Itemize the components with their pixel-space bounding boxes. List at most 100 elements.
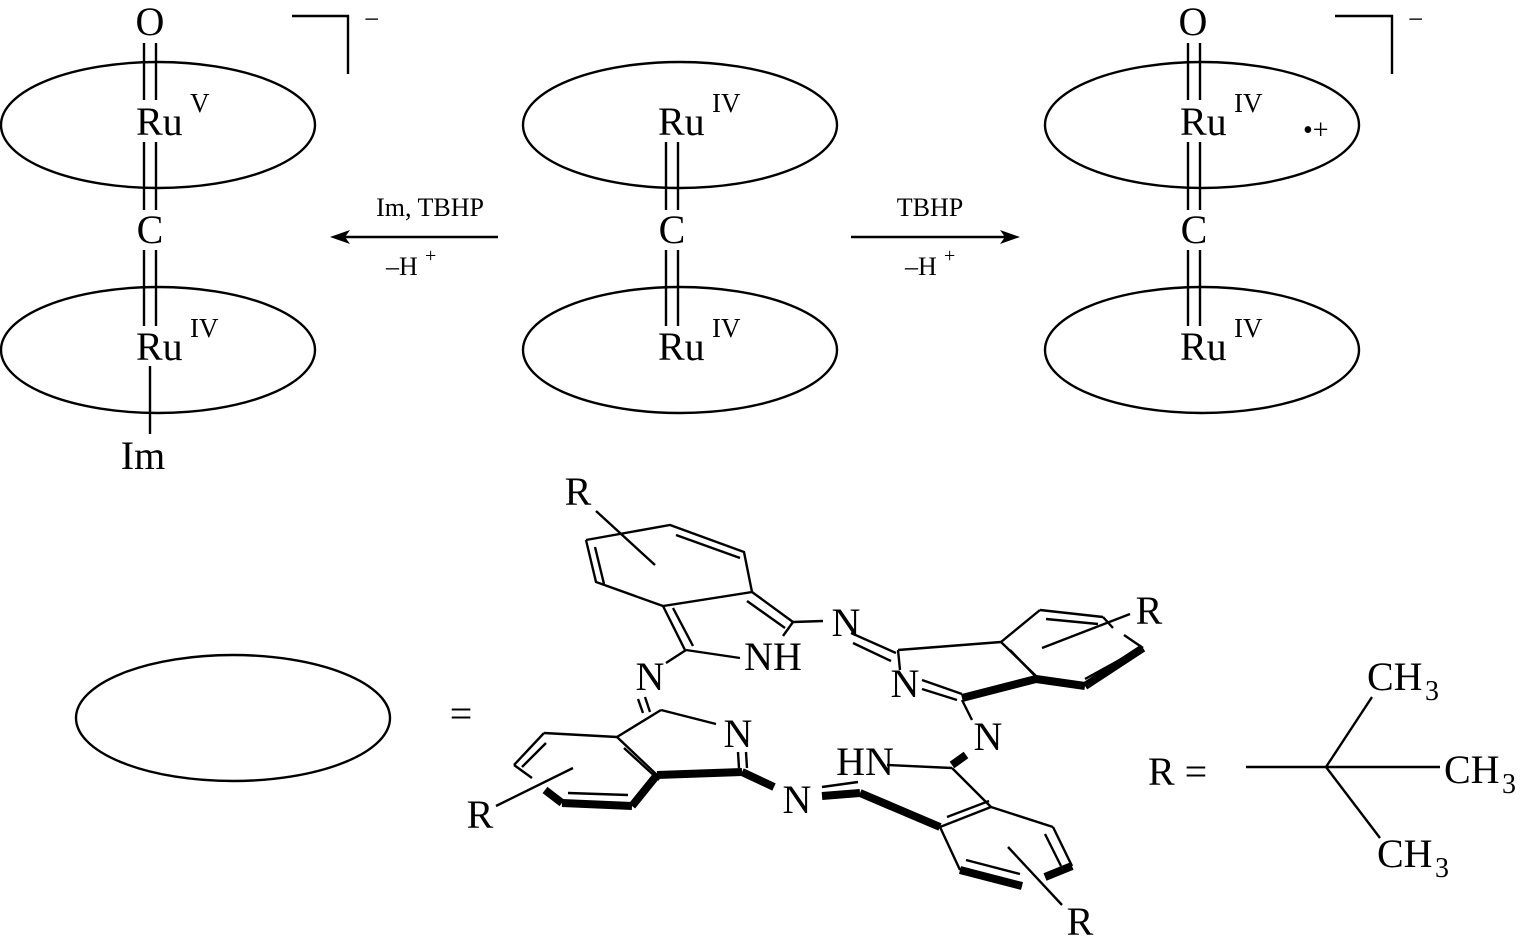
bond xyxy=(821,780,859,789)
oxygen-atom: O xyxy=(1179,0,1208,44)
bond xyxy=(643,696,652,713)
aromatic-inner-bond xyxy=(593,546,606,585)
ruthenium-label: Ru xyxy=(658,99,705,144)
charge-bracket xyxy=(292,14,350,74)
charge-bracket xyxy=(1335,14,1394,74)
carbon-atom: C xyxy=(1181,207,1208,252)
methyl-group: CH 3 xyxy=(1377,831,1449,884)
macrocycle-ellipse xyxy=(1043,285,1361,415)
bond xyxy=(1051,826,1074,867)
isoindole-unit-bottom-left: R xyxy=(467,696,776,837)
arrowhead-icon xyxy=(330,230,350,244)
substituent-bond xyxy=(1007,846,1063,906)
macrocycle-ellipse xyxy=(74,653,392,783)
nitrogen-label: N xyxy=(783,777,812,822)
charge-sign: − xyxy=(364,4,379,34)
bond xyxy=(921,678,963,696)
charge-superscript: + xyxy=(944,245,955,267)
subscript-label: 3 xyxy=(1425,676,1439,707)
bold-bond xyxy=(961,675,1037,702)
bond xyxy=(990,805,1054,829)
bond xyxy=(660,708,717,726)
macrocycle-ellipse xyxy=(521,60,839,190)
aromatic-inner-bond xyxy=(1045,617,1099,626)
aromatic-inner-bond xyxy=(1084,650,1135,681)
bond xyxy=(960,699,974,721)
charge-sign: − xyxy=(1408,4,1423,34)
bond xyxy=(792,619,824,624)
bond xyxy=(744,751,749,769)
bond xyxy=(897,640,1002,652)
bond xyxy=(513,732,545,766)
bold-bond xyxy=(949,751,969,769)
oxidation-state: IV xyxy=(1234,313,1263,343)
aromatic-inner-bond xyxy=(946,799,990,819)
oxygen-atom: O xyxy=(136,0,165,44)
methyl-group: CH 3 xyxy=(1444,747,1516,800)
equals-sign: = xyxy=(450,691,473,736)
r-group-definition: R = CH 3 CH 3 CH 3 xyxy=(1148,654,1516,884)
nitrogen-label: N xyxy=(724,711,753,756)
r-equals-label: R = xyxy=(1148,749,1207,794)
bond xyxy=(850,631,897,655)
bold-bond xyxy=(1082,644,1146,690)
bold-bond xyxy=(656,768,743,779)
bold-bond xyxy=(821,789,861,800)
r-substituent-label: R xyxy=(1136,588,1163,633)
bond xyxy=(886,763,953,770)
ruthenium-label: Ru xyxy=(1180,324,1227,369)
aromatic-inner-bond xyxy=(1043,833,1063,867)
hn-label: HN xyxy=(836,739,894,784)
macrocycle-ellipse xyxy=(0,60,317,190)
reagent-label: –H xyxy=(385,252,418,281)
macrocycle-ellipse xyxy=(0,285,317,415)
bond xyxy=(616,736,658,776)
bold-bond xyxy=(959,866,1023,890)
bold-bond xyxy=(858,789,942,831)
bond xyxy=(751,591,794,623)
carbon-atom: C xyxy=(659,207,686,252)
ruthenium-label: Ru xyxy=(136,324,183,369)
bond xyxy=(661,605,687,651)
phthalocyanine-structure: R N NH N N N N HN N xyxy=(467,469,1163,944)
subscript-label: 3 xyxy=(1502,769,1516,800)
legend-ellipse: = xyxy=(74,653,473,783)
macrocycle-ellipse xyxy=(1043,60,1361,190)
bond xyxy=(636,698,645,714)
arrowhead-icon xyxy=(1000,230,1020,244)
nitrogen-label: N xyxy=(974,714,1003,759)
nh-label: NH xyxy=(744,634,802,679)
bond xyxy=(665,648,687,665)
r-substituent-label: R xyxy=(467,792,494,837)
bond xyxy=(1324,696,1374,768)
right-complex: O Ru IV •+ C Ru IV − xyxy=(1043,0,1423,415)
benzene-ring xyxy=(584,523,754,608)
substituent-bond xyxy=(595,510,656,566)
oxidation-state: IV xyxy=(190,313,219,343)
isoindole-unit-top-left: R xyxy=(565,469,824,665)
ruthenium-label: Ru xyxy=(136,99,183,144)
macrocycle-ellipse xyxy=(521,285,839,415)
charge-superscript: + xyxy=(425,245,436,267)
bold-bond xyxy=(1043,862,1074,881)
methyl-label: CH xyxy=(1377,831,1433,876)
radical-cation-label: •+ xyxy=(1303,115,1329,146)
isoindole-unit-top-right: R xyxy=(850,588,1163,721)
center-complex: Ru IV C Ru IV xyxy=(521,60,839,415)
bond xyxy=(1009,649,1042,683)
bond xyxy=(1325,766,1381,839)
aromatic-inner-bond xyxy=(965,858,1021,876)
r-substituent-label: R xyxy=(565,469,592,514)
bond xyxy=(951,767,992,808)
bold-bond xyxy=(628,772,661,809)
bond xyxy=(685,648,741,660)
bond xyxy=(543,731,618,739)
bond xyxy=(939,805,992,829)
oxidation-state: IV xyxy=(712,88,741,118)
ruthenium-label: Ru xyxy=(658,324,705,369)
methyl-label: CH xyxy=(1367,654,1423,699)
bond xyxy=(921,687,958,702)
ruthenium-label: Ru xyxy=(1180,99,1227,144)
bold-bond xyxy=(561,799,633,810)
